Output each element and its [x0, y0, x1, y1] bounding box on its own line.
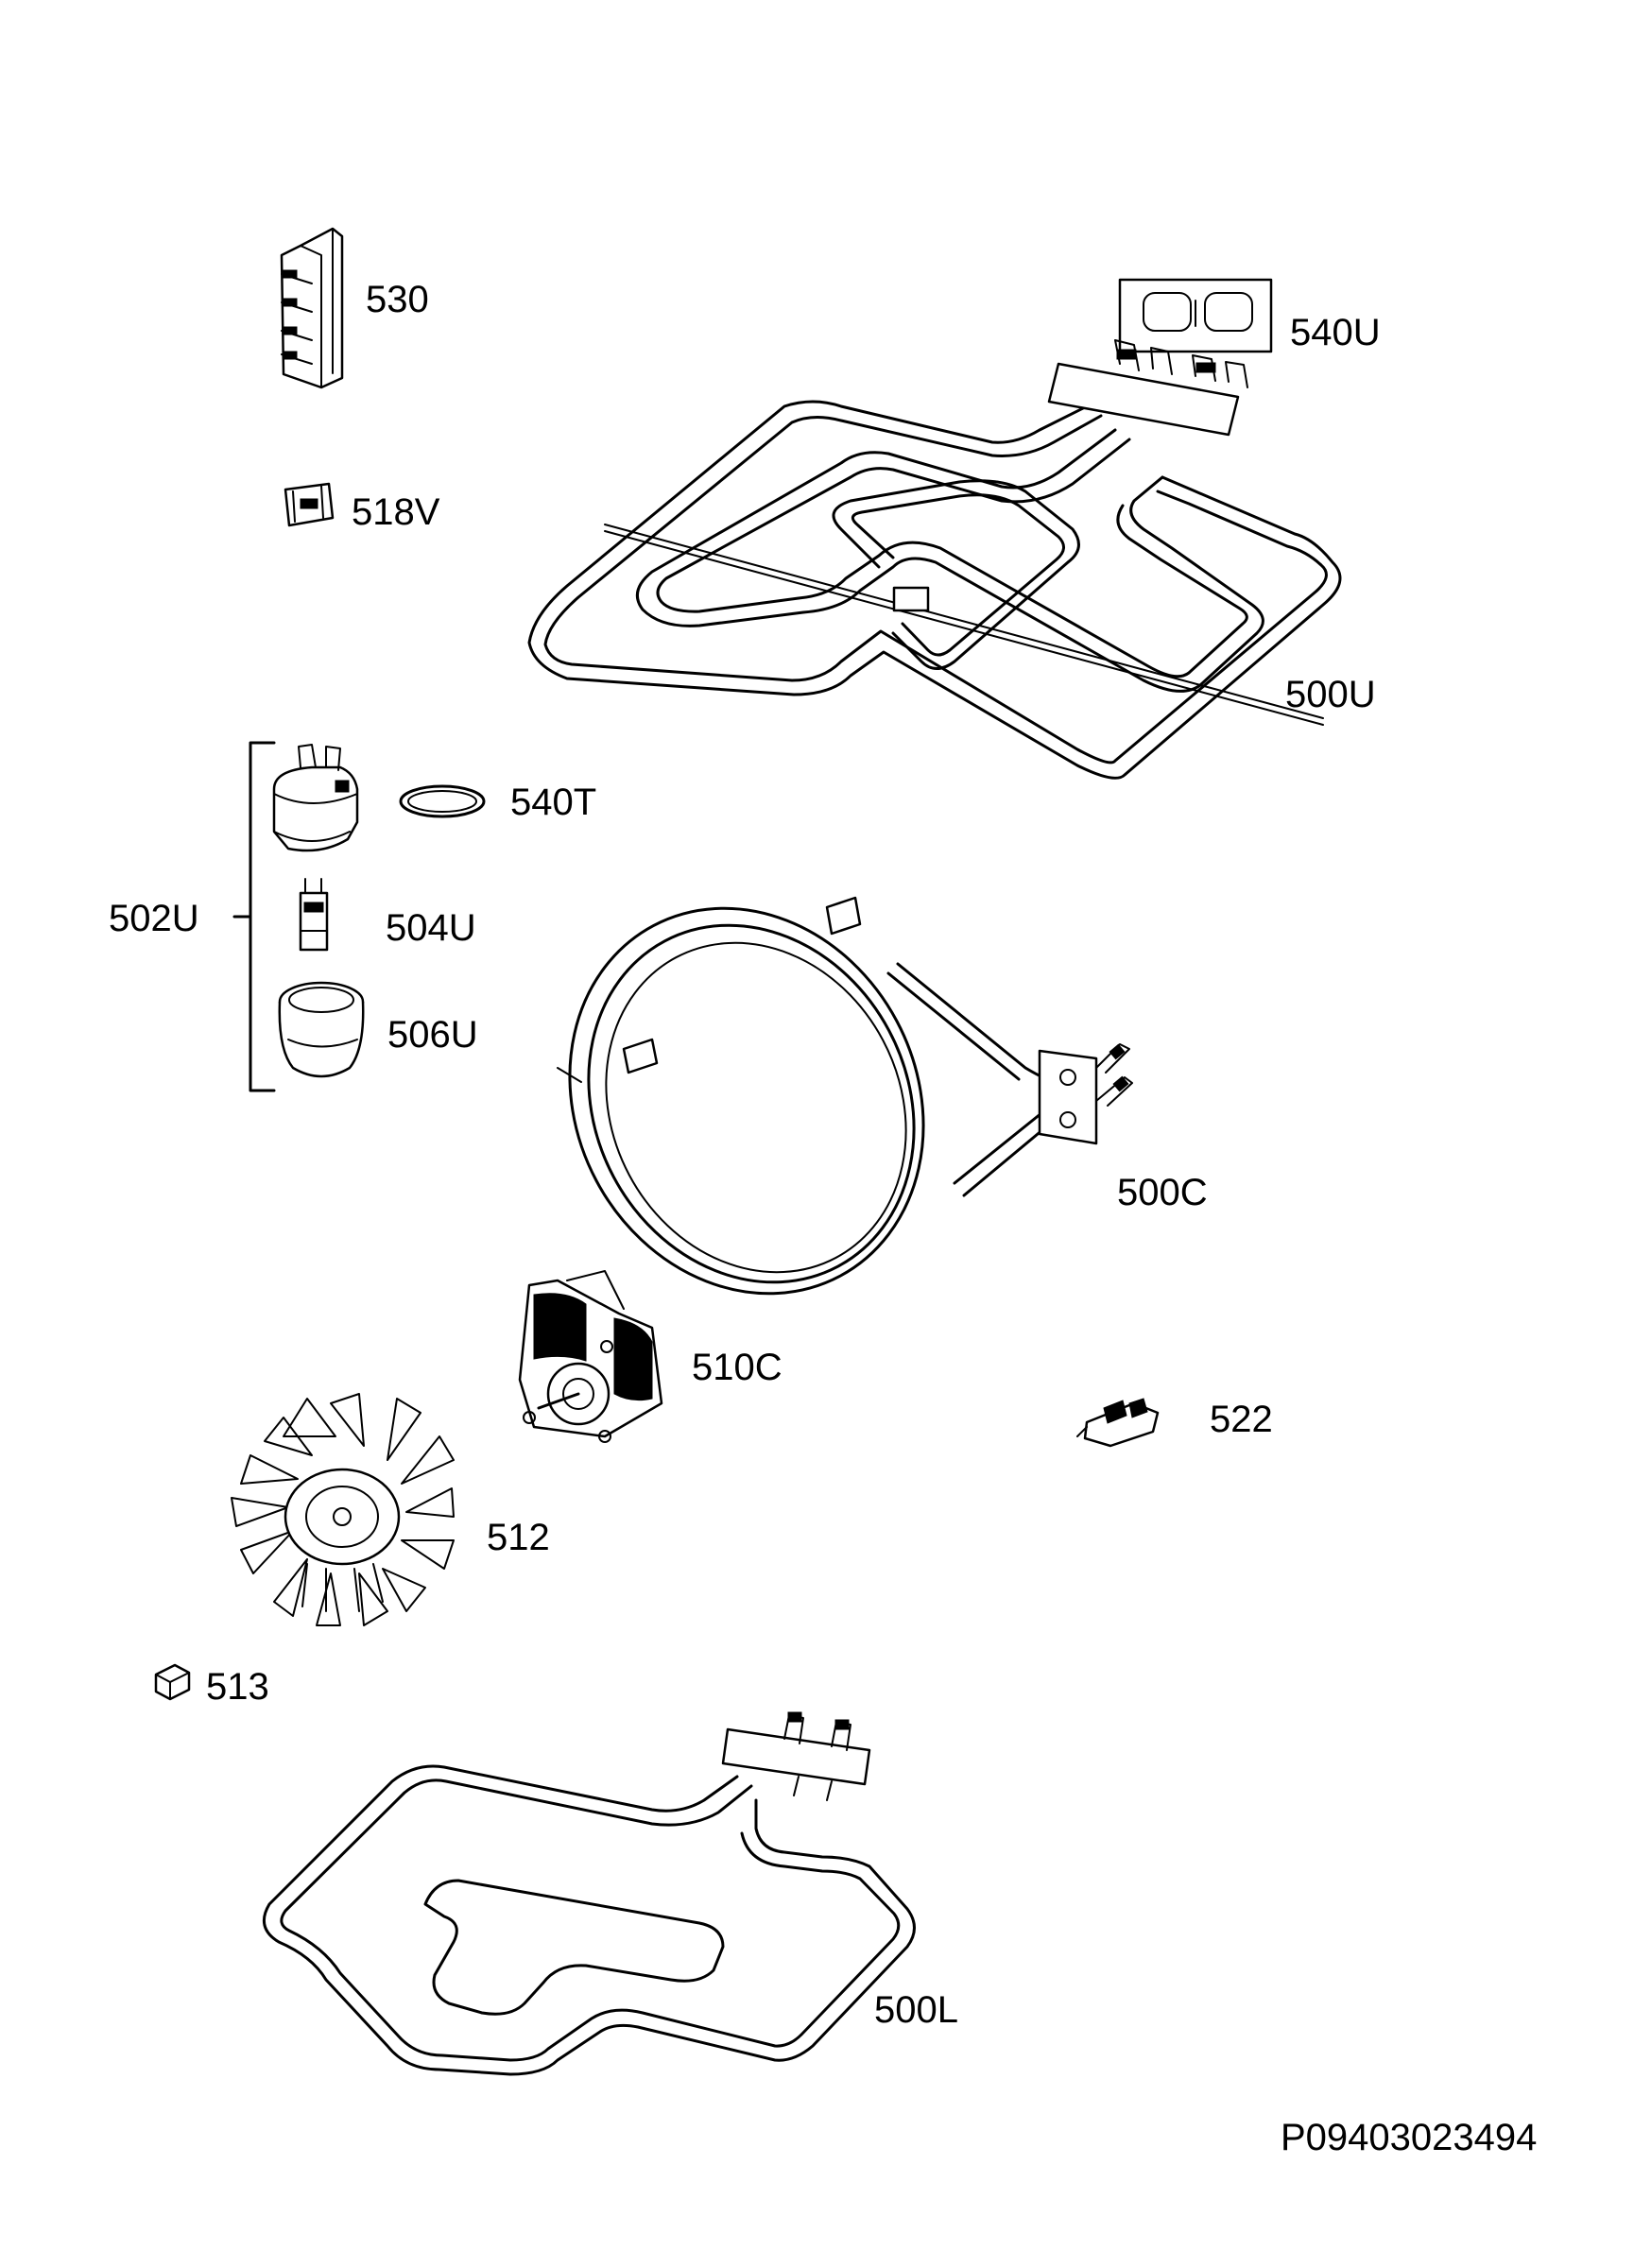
label-500C: 500C: [1117, 1172, 1208, 1213]
part-500L-lower-heating-element[interactable]: [262, 1711, 916, 2076]
part-500C-circular-heating-element[interactable]: [503, 846, 1133, 1356]
part-530-terminal-block[interactable]: [280, 227, 344, 389]
label-522: 522: [1210, 1399, 1273, 1440]
label-504U: 504U: [386, 907, 476, 949]
part-502U-lamp-holder[interactable]: [272, 744, 359, 852]
label-540T: 540T: [510, 782, 596, 823]
label-540U: 540U: [1290, 312, 1381, 353]
part-540T-ring-gasket[interactable]: [399, 784, 486, 818]
label-500L: 500L: [874, 1989, 958, 2031]
label-530: 530: [366, 279, 429, 320]
part-513-nut[interactable]: [154, 1663, 191, 1701]
label-506U: 506U: [387, 1014, 478, 1056]
part-540U-gasket[interactable]: [1118, 278, 1273, 353]
label-502U: 502U: [109, 898, 199, 939]
part-510C-fan-motor[interactable]: [518, 1270, 663, 1443]
label-500U: 500U: [1285, 674, 1376, 715]
label-518V: 518V: [352, 491, 440, 533]
label-513: 513: [206, 1666, 269, 1708]
label-512: 512: [487, 1517, 550, 1558]
part-506U-lamp-cover[interactable]: [278, 981, 365, 1078]
part-500U-upper-heating-element[interactable]: [527, 339, 1342, 780]
part-518V-clip[interactable]: [284, 482, 335, 527]
document-id: P09403023494: [1281, 2117, 1537, 2158]
part-502U-lamp-assembly-bracket[interactable]: [232, 741, 276, 1092]
part-522-connector[interactable]: [1076, 1398, 1160, 1448]
part-504U-lamp-bulb[interactable]: [299, 878, 329, 952]
label-510C: 510C: [692, 1347, 783, 1388]
part-512-fan-blade[interactable]: [231, 1393, 455, 1626]
